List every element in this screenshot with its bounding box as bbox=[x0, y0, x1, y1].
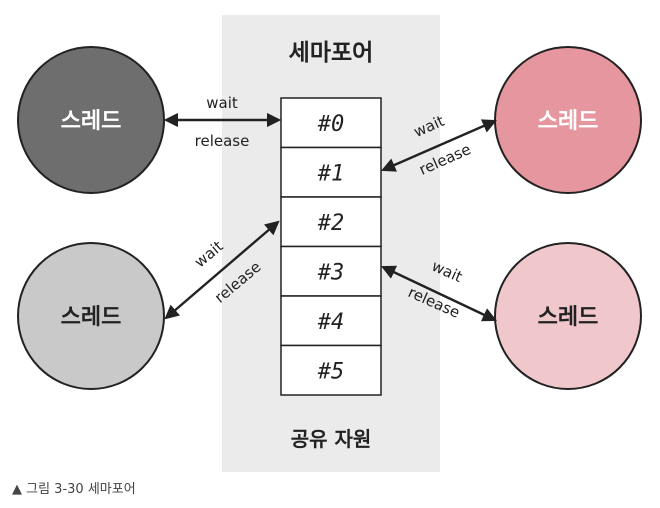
diagram-title: 세마포어 bbox=[289, 40, 374, 66]
arrow-bottom-left bbox=[164, 220, 280, 320]
thread-bottom-left-circle bbox=[17, 242, 165, 390]
slot-label-4: #4 bbox=[317, 310, 345, 335]
slot-label-0: #0 bbox=[317, 112, 345, 137]
semaphore-slots: #0 #1 #2 #3 #4 #5 bbox=[280, 97, 382, 396]
arrow-top-left-wait-label: wait bbox=[206, 94, 238, 112]
figure-caption: ▲ 그림 3-30 세마포어 bbox=[12, 482, 136, 497]
slot-5 bbox=[280, 344, 382, 396]
shared-resource-label: 공유 자원 bbox=[291, 427, 372, 451]
arrow-top-left-release-label: release bbox=[195, 132, 250, 150]
thread-bottom-right-label: 스레드 bbox=[538, 305, 599, 330]
slot-label-5: #5 bbox=[317, 359, 345, 384]
arrow-bottom-right bbox=[381, 265, 497, 322]
slot-2 bbox=[280, 196, 382, 248]
slot-label-2: #2 bbox=[317, 211, 345, 236]
thread-top-left-label: 스레드 bbox=[61, 109, 122, 134]
slot-0 bbox=[280, 97, 382, 149]
arrow-top-right bbox=[381, 119, 497, 172]
arrow-bottom-left-wait-label: wait bbox=[191, 237, 227, 271]
slot-1 bbox=[280, 146, 382, 198]
slot-label-1: #1 bbox=[317, 161, 345, 186]
thread-top-right-label: 스레드 bbox=[538, 109, 599, 134]
slot-label-3: #3 bbox=[317, 260, 345, 285]
thread-bottom-left-label: 스레드 bbox=[61, 305, 122, 330]
